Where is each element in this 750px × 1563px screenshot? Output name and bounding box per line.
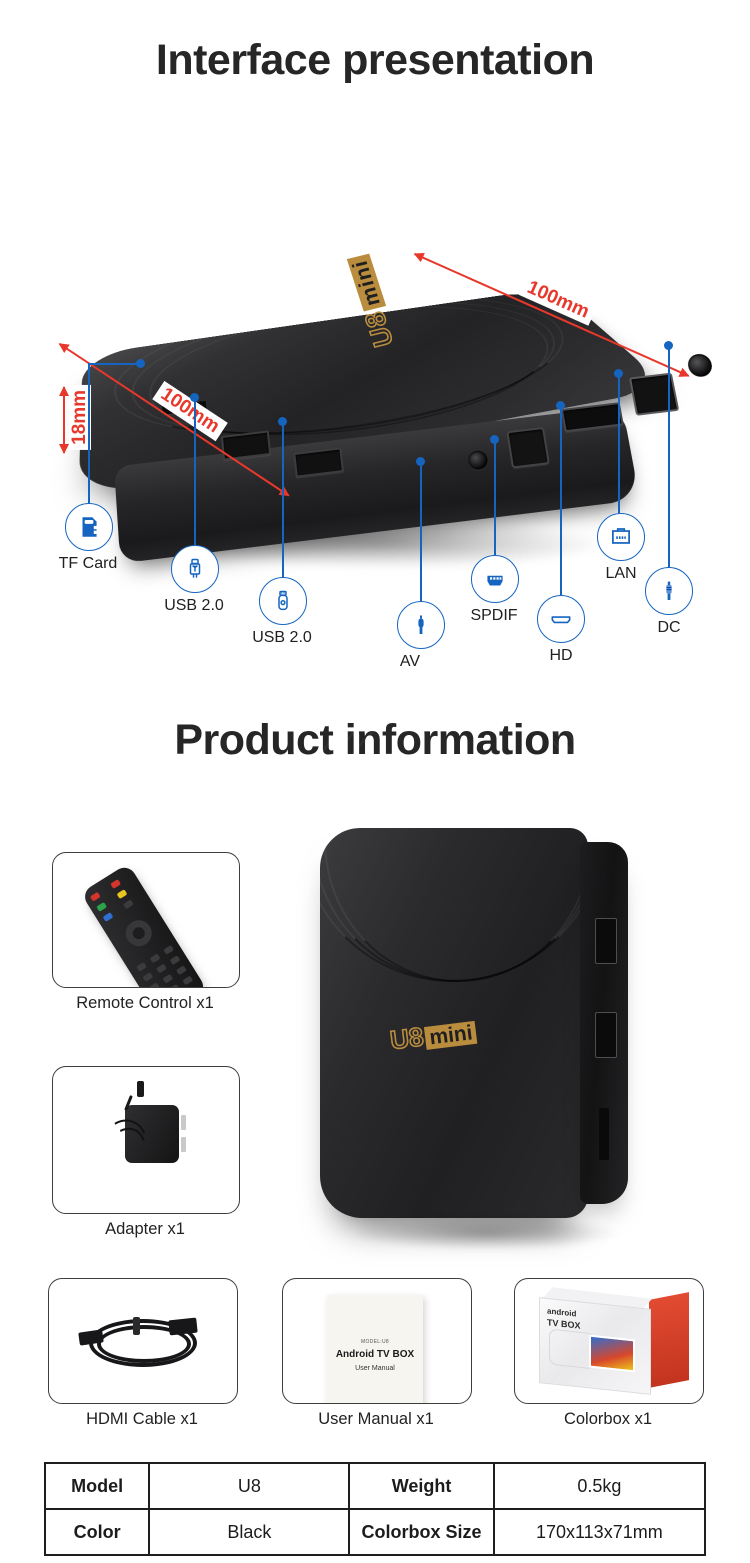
accessory-caption-adapter: Adapter x1: [105, 1220, 185, 1238]
callout-lead-usb-1: [194, 397, 196, 545]
dimension-arrow-height: [63, 387, 65, 453]
remote-dpad: [120, 915, 157, 952]
tf-card-icon: [65, 503, 113, 551]
callout-label-tf-card: TF Card: [58, 555, 118, 572]
hero-tf-slot: [599, 1108, 609, 1160]
callout-label-hd: HD: [549, 647, 573, 664]
accessory-caption-colorbox: Colorbox x1: [563, 1410, 653, 1428]
av-port: [467, 449, 489, 471]
callout-lead-tf-card-h: [88, 363, 140, 365]
accessory-caption-user-manual: User Manual x1: [318, 1410, 434, 1428]
spec-key-color: Color: [43, 1508, 151, 1556]
usb-flash-drive-icon: [259, 577, 307, 625]
callout-lead-lan: [618, 373, 620, 513]
interface-section-heading: Interface presentation: [155, 36, 595, 84]
usb-port-2: [293, 447, 345, 478]
colorbox-side-panel: [649, 1292, 689, 1388]
callout-label-dc: DC: [657, 619, 681, 636]
hdmi-port-icon: [537, 595, 585, 643]
spec-key-colorbox-size: Colorbox Size: [348, 1508, 495, 1556]
callout-lead-spdif: [494, 439, 496, 555]
callout-lead-hd: [560, 405, 562, 595]
callout-label-av: AV: [399, 653, 421, 670]
callout-lead-tf-card: [88, 363, 90, 503]
callout-label-spdif: SPDIF: [470, 607, 518, 624]
manual-model-line: MODEL:U8: [361, 1339, 389, 1345]
hero-usb-port-1: [595, 918, 617, 964]
table-row: Model U8 Weight 0.5kg: [43, 1462, 707, 1510]
remote-body: [80, 863, 208, 987]
user-manual-illustration: MODEL:U8 Android TV BOX User Manual: [327, 1295, 423, 1403]
dc-power-icon: [645, 567, 693, 615]
table-row: Color Black Colorbox Size 170x113x71mm: [43, 1508, 707, 1556]
hero-shadow: [352, 1216, 622, 1250]
spec-value-color: Black: [148, 1508, 351, 1556]
accessory-card-user-manual: MODEL:U8 Android TV BOX User Manual: [282, 1278, 472, 1404]
callout-lead-usb-2: [282, 421, 284, 577]
hero-logo-mini: mini: [424, 1020, 478, 1050]
interface-presentation-section: U8mini 100mm 100mm 18mm TF Card: [0, 105, 750, 685]
lan-ethernet-icon: [597, 513, 645, 561]
callout-lead-av: [420, 461, 422, 601]
accessory-card-hdmi-cable: [48, 1278, 238, 1404]
accessory-card-remote-control: [52, 852, 240, 988]
hero-usb-port-2: [595, 1012, 617, 1058]
spec-key-weight: Weight: [348, 1462, 495, 1510]
accessory-card-colorbox: android TV BOX: [514, 1278, 704, 1404]
hero-wave-3: [324, 698, 592, 982]
spec-value-weight: 0.5kg: [492, 1462, 707, 1510]
remote-control-illustration: [64, 860, 222, 987]
callout-dot-tf-card: [136, 359, 145, 368]
callout-label-usb-2: USB 2.0: [252, 629, 312, 646]
spdif-port: [506, 426, 550, 469]
manual-subtitle: User Manual: [355, 1365, 395, 1372]
lan-port: [628, 372, 680, 416]
callout-label-usb-1: USB 2.0: [164, 597, 224, 614]
specification-table: Model U8 Weight 0.5kg Color Black Colorb…: [43, 1462, 707, 1556]
accessory-card-adapter: [52, 1066, 240, 1214]
spdif-optical-icon: [471, 555, 519, 603]
callout-label-lan: LAN: [605, 565, 637, 582]
usb-cable-icon: [171, 545, 219, 593]
accessory-caption-remote-control: Remote Control x1: [76, 994, 214, 1012]
accessory-caption-hdmi-cable: HDMI Cable x1: [86, 1410, 198, 1428]
manual-title: Android TV BOX: [335, 1349, 415, 1360]
spec-key-model: Model: [43, 1462, 151, 1510]
adapter-body: [125, 1105, 179, 1163]
av-jack-icon: [397, 601, 445, 649]
spec-value-colorbox-size: 170x113x71mm: [492, 1508, 707, 1556]
callout-lead-dc: [668, 345, 670, 567]
hero-logo-u8: U8: [388, 1021, 426, 1056]
device-top-view-illustration: U8mini: [78, 240, 714, 568]
colorbox-tv-screen-art: [589, 1334, 635, 1373]
spec-value-model: U8: [148, 1462, 351, 1510]
